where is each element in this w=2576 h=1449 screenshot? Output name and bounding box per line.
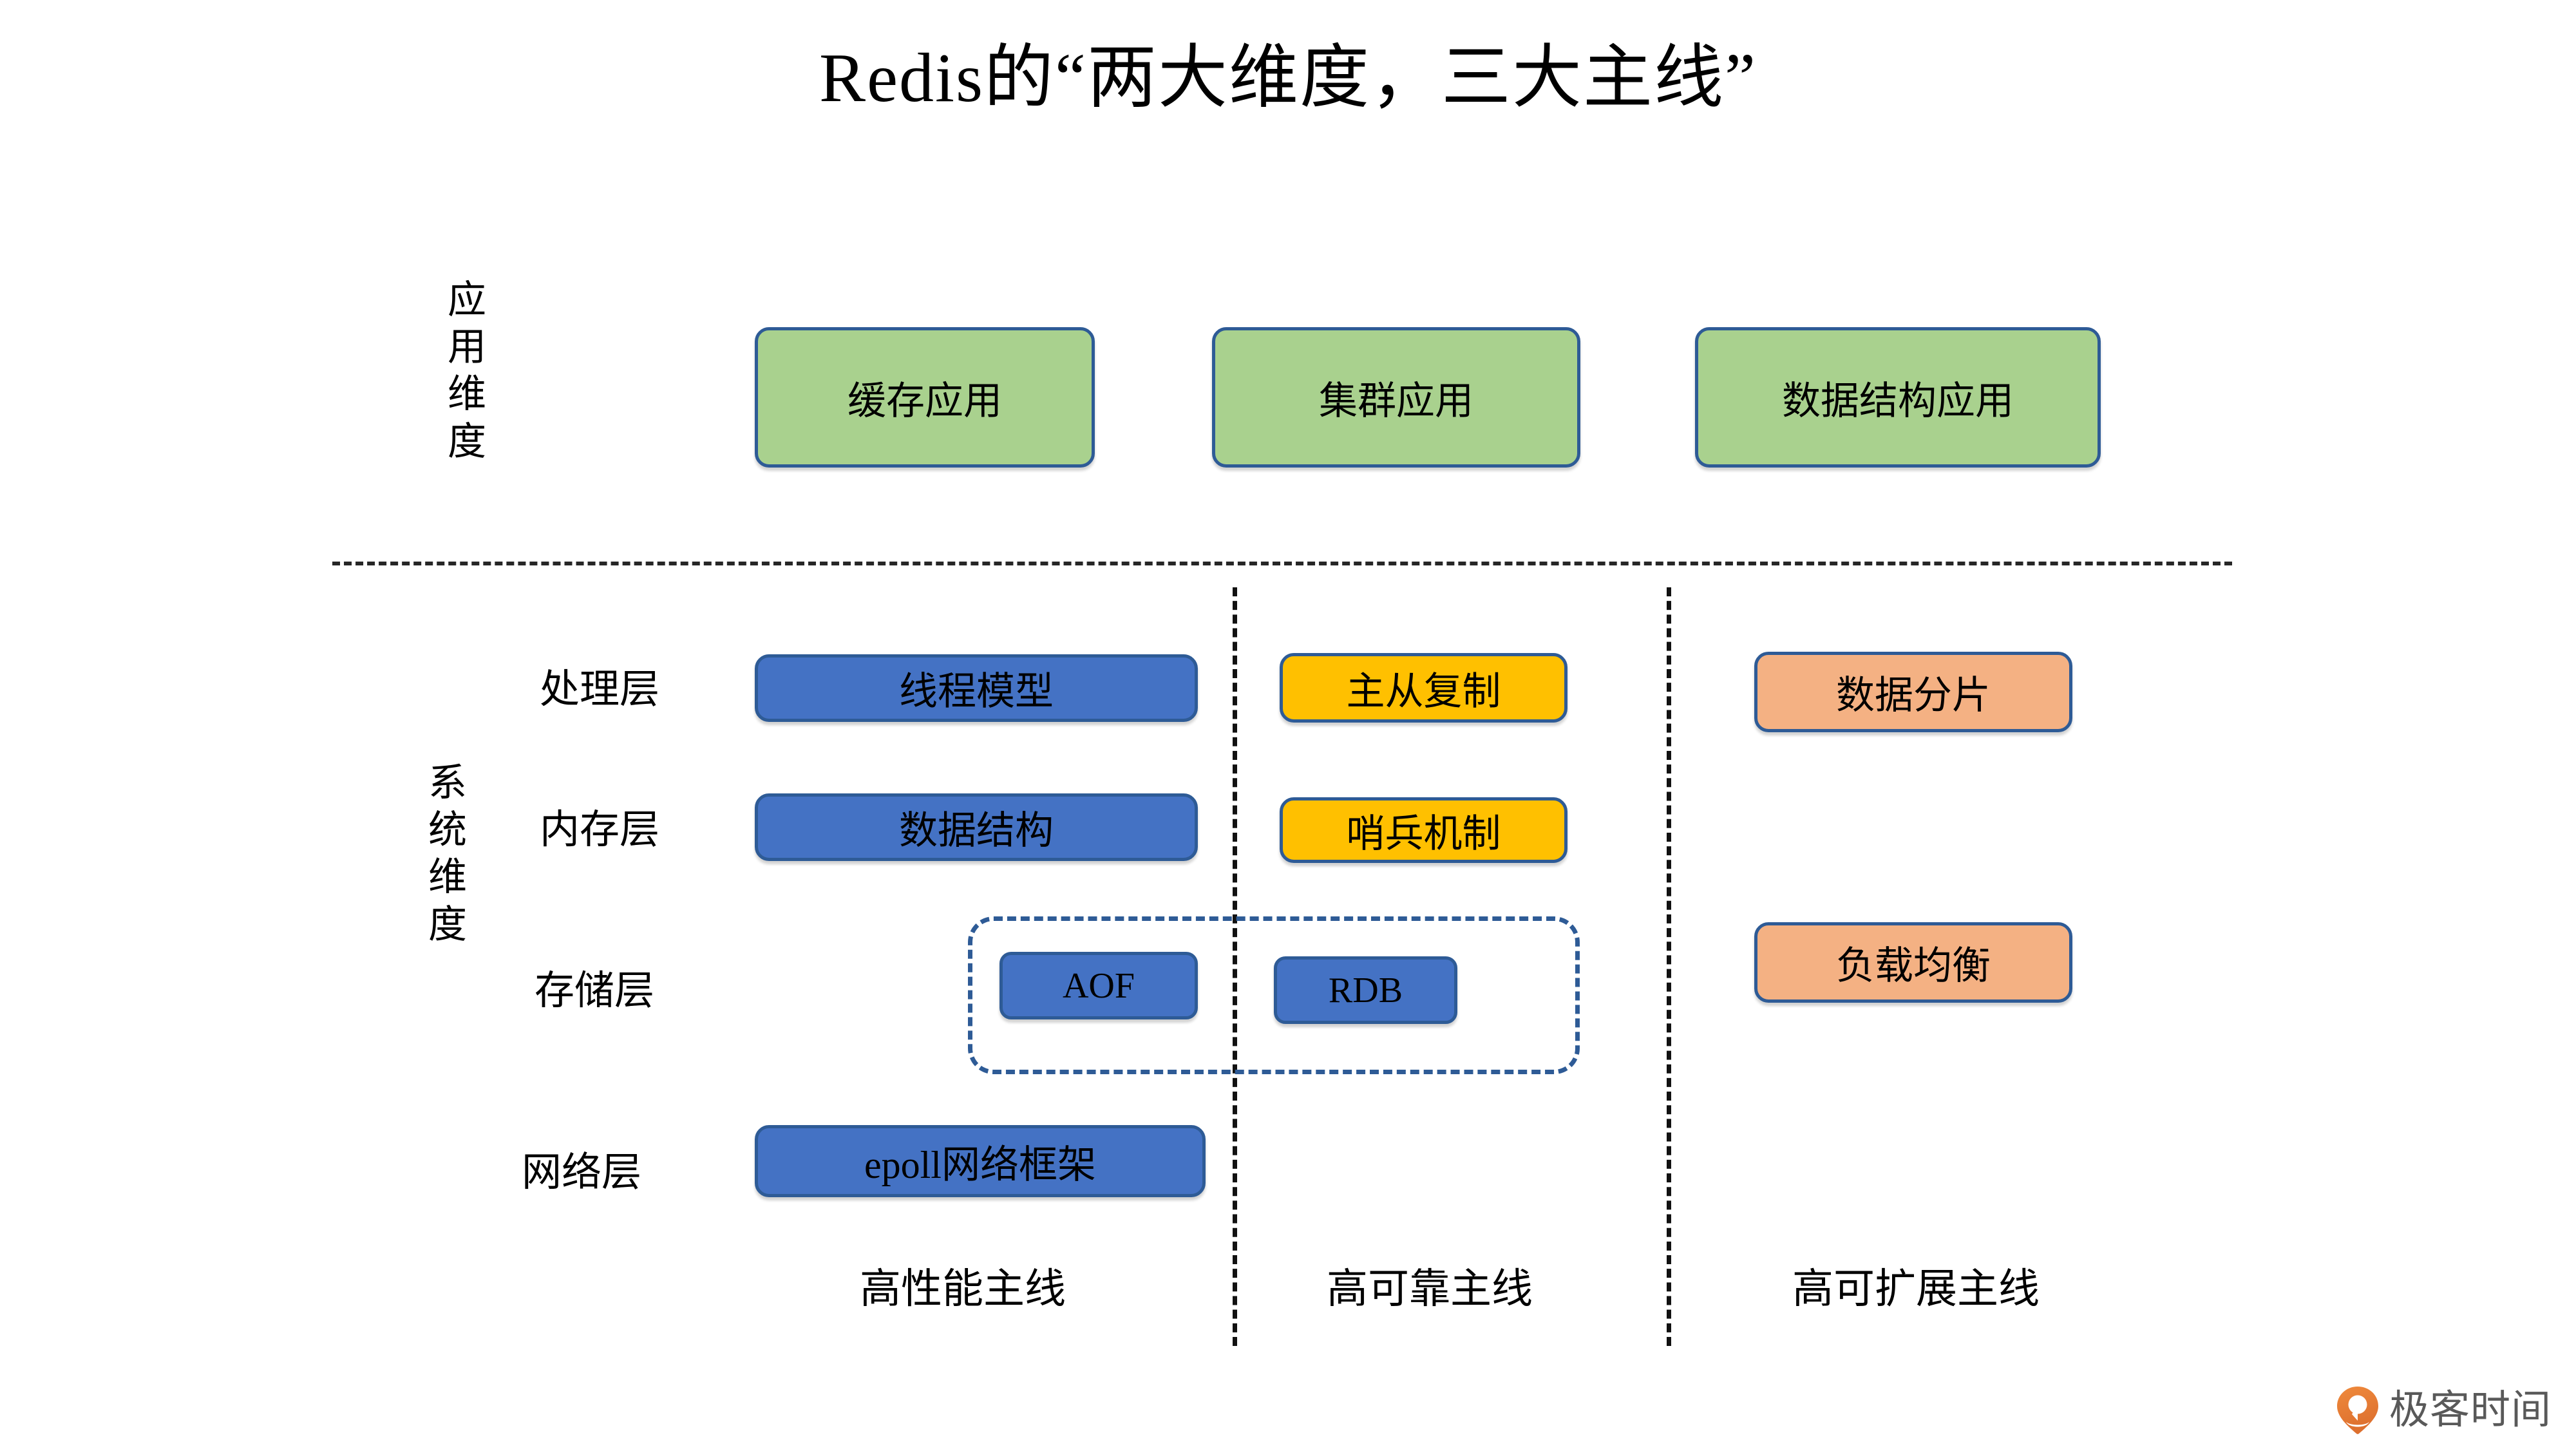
dim-char: 度 bbox=[448, 420, 486, 463]
geektime-pin-icon bbox=[2336, 1387, 2378, 1434]
dimension-label-system: 系 统 维 度 bbox=[425, 760, 470, 949]
brand-name: 极客时间 bbox=[2389, 1388, 2552, 1432]
dimension-divider bbox=[332, 562, 2232, 565]
sys-box-aof[interactable]: AOF bbox=[999, 952, 1198, 1019]
row-label-storage: 存储层 bbox=[535, 969, 655, 1013]
node-label: RDB bbox=[1328, 970, 1403, 1010]
dim-char: 维 bbox=[428, 856, 467, 899]
sys-box-sentinel[interactable]: 哨兵机制 bbox=[1280, 797, 1567, 863]
sys-box-thread-model[interactable]: 线程模型 bbox=[755, 654, 1198, 722]
column-footer-scalability: 高可扩展主线 bbox=[1792, 1266, 2040, 1312]
dim-char: 系 bbox=[428, 762, 467, 804]
row-label-memory: 内存层 bbox=[540, 808, 660, 852]
node-label: 负载均衡 bbox=[1836, 945, 1991, 987]
brand-logo: 极客时间 bbox=[2336, 1386, 2552, 1435]
column-footer-reliability: 高可靠主线 bbox=[1327, 1266, 1533, 1312]
column-footer-performance: 高性能主线 bbox=[860, 1266, 1066, 1312]
row-label-processing: 处理层 bbox=[540, 668, 660, 712]
app-box-cache[interactable]: 缓存应用 bbox=[755, 327, 1095, 468]
dim-char: 统 bbox=[428, 809, 467, 852]
app-box-data-structure[interactable]: 数据结构应用 bbox=[1695, 327, 2101, 468]
app-box-cluster[interactable]: 集群应用 bbox=[1212, 327, 1580, 468]
dimension-label-application: 应 用 维 度 bbox=[444, 277, 489, 466]
node-label: 数据分片 bbox=[1836, 674, 1991, 717]
column-divider-2 bbox=[1667, 587, 1671, 1346]
row-label-network: 网络层 bbox=[522, 1151, 642, 1195]
node-label: 数据结构 bbox=[899, 810, 1054, 852]
sys-box-load-balance[interactable]: 负载均衡 bbox=[1754, 922, 2072, 1003]
node-label: 哨兵机制 bbox=[1346, 812, 1501, 855]
sys-box-sharding[interactable]: 数据分片 bbox=[1754, 652, 2072, 732]
page-title: Redis的“两大维度，三大主线” bbox=[819, 40, 1757, 117]
sys-box-replication[interactable]: 主从复制 bbox=[1280, 653, 1567, 723]
dim-char: 用 bbox=[448, 326, 486, 369]
node-label: 线程模型 bbox=[899, 670, 1054, 713]
sys-box-rdb[interactable]: RDB bbox=[1274, 956, 1457, 1024]
node-label: 数据结构应用 bbox=[1782, 379, 2014, 422]
node-label: epoll网络框架 bbox=[864, 1143, 1096, 1186]
dim-char: 维 bbox=[448, 373, 486, 416]
dim-char: 度 bbox=[428, 903, 467, 946]
column-divider-1 bbox=[1233, 587, 1237, 1346]
persistence-group bbox=[968, 916, 1580, 1074]
dim-char: 应 bbox=[448, 279, 486, 321]
node-label: AOF bbox=[1062, 965, 1135, 1006]
node-label: 主从复制 bbox=[1346, 670, 1501, 713]
sys-box-epoll[interactable]: epoll网络框架 bbox=[755, 1125, 1206, 1197]
node-label: 集群应用 bbox=[1319, 379, 1473, 422]
node-label: 缓存应用 bbox=[848, 379, 1002, 422]
sys-box-data-structure[interactable]: 数据结构 bbox=[755, 793, 1198, 861]
